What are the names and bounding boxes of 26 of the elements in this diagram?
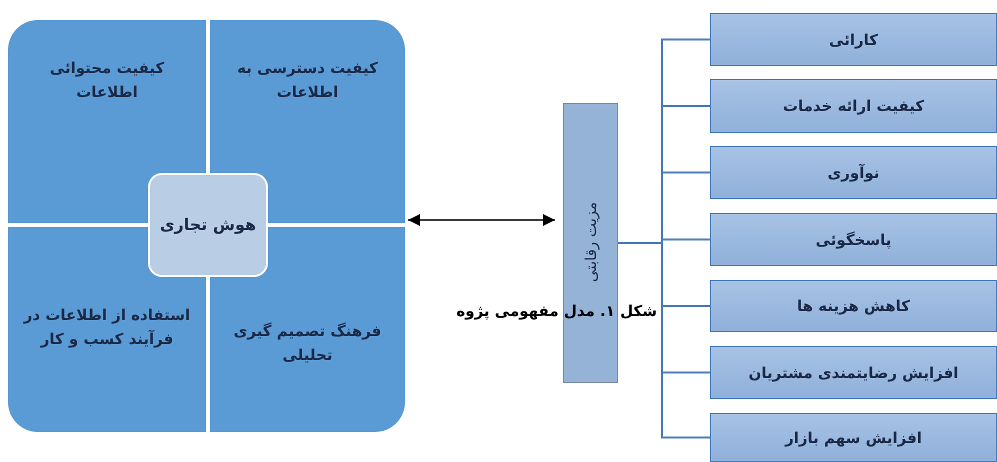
node-label: هوش تجاری: [158, 214, 258, 236]
node-label: مزیت رقابتی: [580, 202, 601, 282]
outcome-box: [710, 280, 997, 332]
connector-line: [618, 242, 710, 438]
outcome-box: [710, 346, 997, 399]
figure-caption: شکل ۱. مدل مفهومی پژوه: [456, 302, 657, 320]
center-box: [148, 173, 268, 277]
node-label: کارائی: [828, 30, 879, 51]
double-arrow: [408, 214, 555, 226]
node-label: افزایش رضایتمندی مشتریان: [748, 362, 960, 384]
node-label: کیفیت دسترسی به اطلاعات: [236, 58, 379, 103]
outcome-box: [710, 146, 997, 199]
outcome-box: [710, 213, 997, 266]
node-label: کیفیت محتوائی اطلاعات: [48, 58, 166, 103]
node-label: استفاده از اطلاعات در فرآیند کسب و کار: [22, 305, 192, 350]
quadrant-panel: [8, 20, 405, 432]
node-label: نوآوری: [826, 162, 880, 184]
outcome-box: [710, 13, 997, 66]
vertical-bar: [563, 103, 618, 383]
node-label: پاسخگوئی: [814, 230, 892, 251]
node-label: افزایش سهم بازار: [784, 428, 923, 449]
node-label: کیفیت ارائه خدمات: [782, 96, 926, 117]
node-label: فرهنگ تصمیم گیری تحلیلی: [232, 321, 382, 366]
node-label: کاهش هزینه ها: [796, 296, 912, 317]
outcome-box: [710, 79, 997, 133]
outcome-box: [710, 413, 997, 462]
